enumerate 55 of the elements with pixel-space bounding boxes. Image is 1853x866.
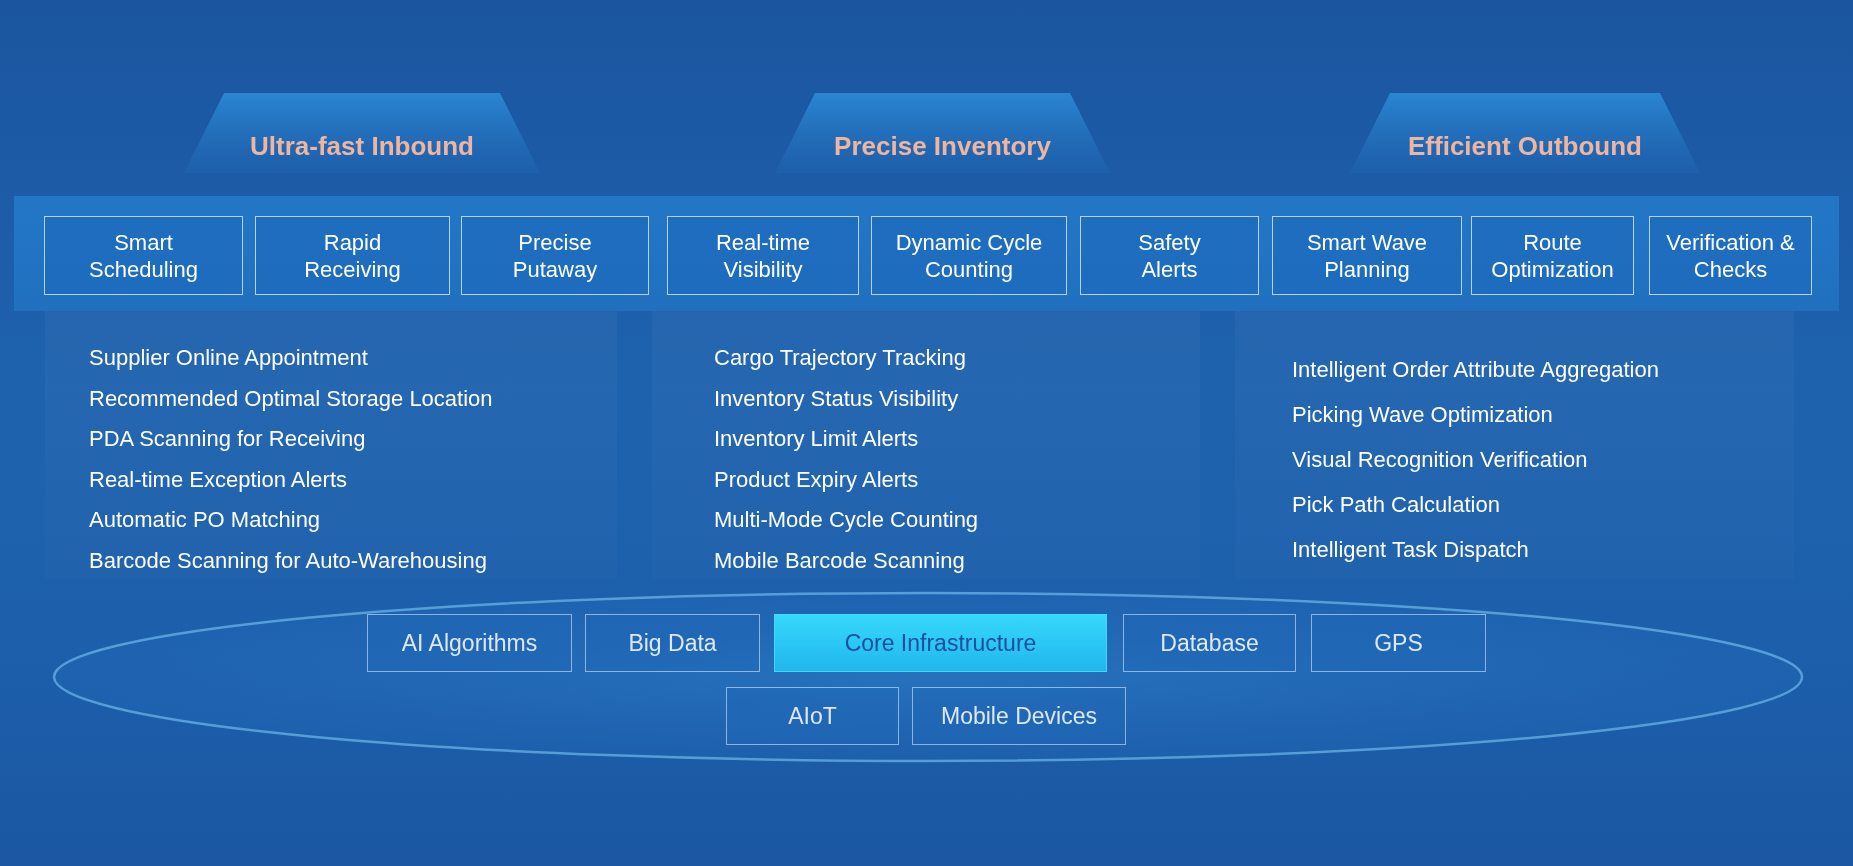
- feature-box: [1471, 216, 1634, 295]
- feature-item: Inventory Status Visibility: [714, 384, 959, 413]
- feature-label: Real-time Visibility: [714, 228, 812, 283]
- feature-box: [1649, 216, 1812, 295]
- technology-box: [367, 614, 572, 672]
- feature-box: [461, 216, 649, 295]
- feature-label: Rapid Receiving: [303, 228, 402, 283]
- technology-label: Mobile Devices: [941, 702, 1097, 730]
- feature-item: Product Expiry Alerts: [714, 465, 919, 494]
- feature-item: Mobile Barcode Scanning: [714, 546, 965, 575]
- feature-label: Smart Scheduling: [88, 228, 199, 283]
- feature-label: Route Optimization: [1490, 228, 1615, 283]
- feature-item: Multi-Mode Cycle Counting: [714, 506, 979, 535]
- category-tab: [775, 93, 1110, 173]
- feature-item: Visual Recognition Verification: [1292, 446, 1588, 474]
- feature-box: [255, 216, 450, 295]
- tab-title: Precise Inventory: [834, 130, 1051, 162]
- feature-label: Verification & Checks: [1665, 228, 1796, 283]
- technology-box: [1123, 614, 1296, 672]
- technology-label: AI Algorithms: [401, 629, 538, 657]
- highlighted-technology-box: [774, 614, 1107, 672]
- feature-box: [1272, 216, 1462, 295]
- feature-box: [667, 216, 859, 295]
- technology-box: [585, 614, 760, 672]
- feature-item: Recommended Optimal Storage Location: [89, 384, 493, 413]
- feature-item: Supplier Online Appointment: [89, 344, 368, 372]
- feature-label: Smart Wave Planning: [1305, 228, 1429, 283]
- feature-item: Real-time Exception Alerts: [89, 465, 347, 494]
- category-tab: [184, 93, 540, 173]
- feature-item: Inventory Limit Alerts: [714, 425, 919, 454]
- technology-label: Database: [1160, 629, 1259, 657]
- feature-item: Intelligent Task Dispatch: [1292, 536, 1529, 564]
- feature-item: Cargo Trajectory Tracking: [714, 344, 966, 372]
- tab-title: Ultra-fast Inbound: [250, 130, 474, 162]
- technology-box: [726, 687, 899, 745]
- feature-item: Intelligent Order Attribute Aggregation: [1292, 356, 1659, 384]
- feature-item: Automatic PO Matching: [89, 506, 321, 535]
- feature-label: Dynamic Cycle Counting: [894, 228, 1044, 283]
- feature-item: Picking Wave Optimization: [1292, 401, 1553, 429]
- technology-label: Big Data: [628, 629, 717, 657]
- feature-item: Barcode Scanning for Auto-Warehousing: [89, 546, 487, 575]
- feature-label: Safety Alerts: [1137, 228, 1202, 283]
- technology-label: AIoT: [788, 702, 837, 730]
- feature-box: [1080, 216, 1259, 295]
- technology-label: Core Infrastructure: [844, 629, 1037, 657]
- feature-label: Precise Putaway: [511, 228, 599, 283]
- category-tab: [1350, 93, 1700, 173]
- feature-item: Pick Path Calculation: [1292, 491, 1500, 519]
- technology-label: GPS: [1374, 629, 1423, 657]
- feature-item: PDA Scanning for Receiving: [89, 425, 366, 454]
- feature-box: [44, 216, 243, 295]
- technology-box: [912, 687, 1126, 745]
- technology-box: [1311, 614, 1486, 672]
- tab-title: Efficient Outbound: [1408, 130, 1642, 162]
- feature-box: [871, 216, 1067, 295]
